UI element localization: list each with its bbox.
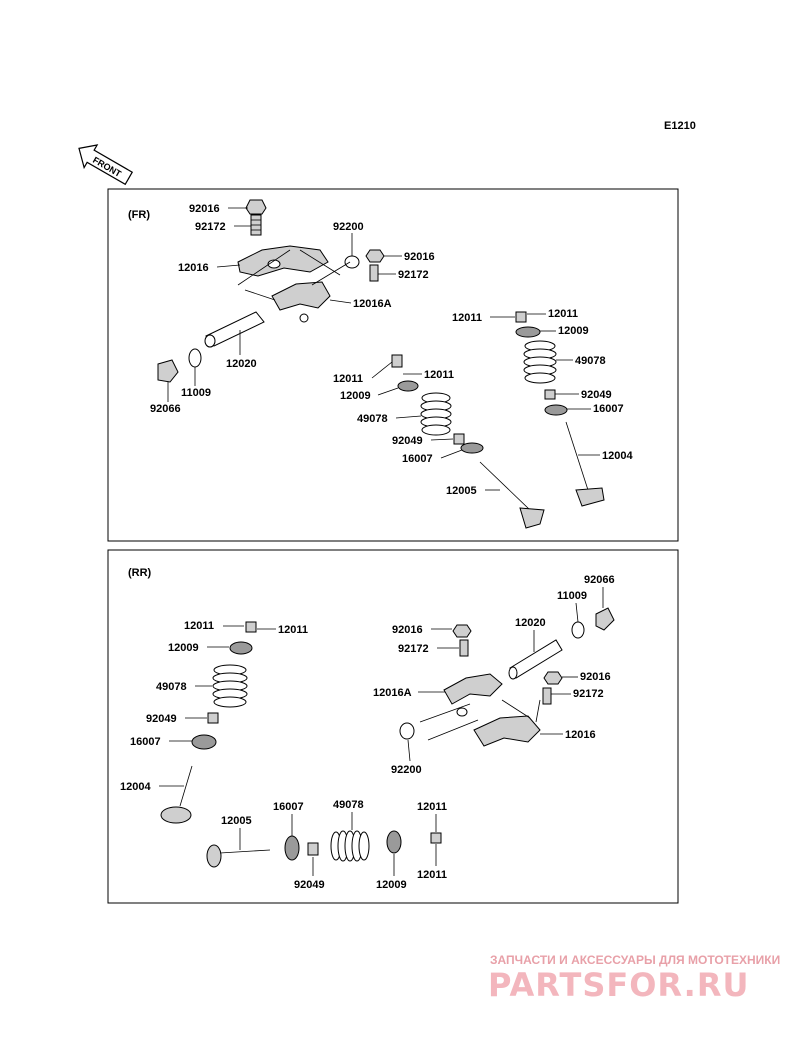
rr-label-21: 92172	[573, 688, 604, 700]
rr-labels: 12011 12011 12009 49078 92049 16007 1200…	[120, 574, 615, 891]
fr-label-9: 11009	[181, 387, 211, 399]
fr-label-18: 12011	[333, 373, 363, 385]
fr-label-24: 12005	[446, 485, 477, 497]
rr-label-7: 12004	[120, 781, 151, 793]
rr-label-24: 92200	[391, 764, 422, 776]
fr-panel	[107, 188, 679, 542]
rr-label-23: 12016	[565, 729, 596, 741]
rr-valve-stack-left	[160, 621, 257, 824]
rr-label-5: 92049	[146, 713, 177, 725]
fr-label-19: 12011	[424, 369, 454, 381]
fr-label-10: 92066	[150, 403, 181, 415]
rr-label-10: 92049	[294, 879, 325, 891]
rr-label-15: 92066	[584, 574, 615, 586]
fr-label-2: 92172	[195, 221, 226, 233]
rr-label-2: 12011	[278, 624, 308, 636]
fr-labels: 92016 92172 12016 92200 92016 92172 1201…	[150, 203, 633, 497]
rr-label-4: 49078	[156, 681, 187, 693]
fr-label-16: 16007	[593, 403, 624, 415]
rr-section-title: (RR)	[128, 567, 152, 579]
rr-label-13: 12011	[417, 801, 447, 813]
fr-label-7: 12016A	[353, 298, 392, 310]
fr-label-4: 92200	[333, 221, 364, 233]
diagram-code: E1210	[664, 120, 696, 132]
fr-label-20: 12009	[340, 390, 371, 402]
fr-label-6: 92172	[398, 269, 429, 281]
rr-label-14: 12011	[417, 869, 447, 881]
fr-label-15: 92049	[581, 389, 612, 401]
fr-label-13: 12009	[558, 325, 589, 337]
rr-label-11: 49078	[333, 799, 364, 811]
rr-label-19: 92172	[398, 643, 429, 655]
rr-label-8: 12005	[221, 815, 252, 827]
fr-label-22: 92049	[392, 435, 423, 447]
rr-label-9: 16007	[273, 801, 304, 813]
fr-label-1: 92016	[189, 203, 220, 215]
fr-rocker-assembly	[157, 199, 385, 383]
rr-label-6: 16007	[130, 736, 161, 748]
rr-label-1: 12011	[184, 620, 214, 632]
front-arrow-icon: FRONT	[78, 144, 134, 186]
fr-label-8: 12020	[226, 358, 257, 370]
fr-label-5: 92016	[404, 251, 435, 263]
fr-label-21: 49078	[357, 413, 388, 425]
rr-label-22: 12016A	[373, 687, 412, 699]
rr-label-18: 92016	[392, 624, 423, 636]
rr-valve-stack-bottom	[206, 830, 442, 868]
fr-label-3: 12016	[178, 262, 209, 274]
fr-valve-stack-right	[515, 311, 605, 507]
watermark-logo: PARTSFOR.RU	[488, 966, 749, 1004]
fr-section-title: (FR)	[128, 209, 150, 221]
rr-label-16: 11009	[557, 590, 587, 602]
rr-rocker-assembly	[399, 607, 615, 747]
fr-label-14: 49078	[575, 355, 606, 367]
fr-label-12: 12011	[548, 308, 578, 320]
rr-label-3: 12009	[168, 642, 199, 654]
rr-label-12: 12009	[376, 879, 407, 891]
fr-label-11: 12011	[452, 312, 482, 324]
rr-label-17: 12020	[515, 617, 546, 629]
fr-label-17: 12004	[602, 450, 633, 462]
watermark-tagline: ЗАПЧАСТИ И АКСЕССУАРЫ ДЛЯ МОТОТЕХНИКИ	[490, 953, 780, 967]
rr-panel	[107, 549, 679, 904]
fr-label-23: 16007	[402, 453, 433, 465]
fr-valve-stack-left	[391, 354, 545, 529]
rr-label-20: 92016	[580, 671, 611, 683]
